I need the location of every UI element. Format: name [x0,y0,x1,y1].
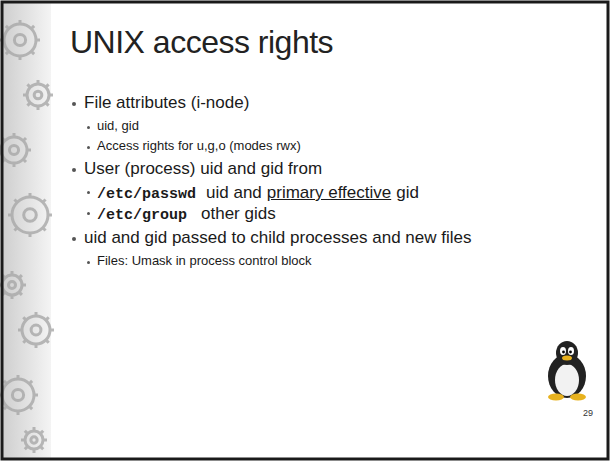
bullet-dot [87,146,90,149]
bullet-line: Access rights for u,g,o (modes rwx) [97,138,301,153]
bullet-dot [87,261,90,264]
bullet-text: /etc/group [97,207,187,224]
bullet-line: File attributes (i-node) [84,93,249,113]
slide-title: UNIX access rights [70,24,333,61]
page-number: 29 [583,408,593,418]
tux-penguin [548,341,586,401]
bullet-text: other gids [201,204,276,224]
bullet-text: uid and gid passed to child processes an… [84,228,471,248]
bullet-text: gid [396,183,419,203]
bullet-text: uid and [206,183,262,203]
bullet-dot [87,212,90,215]
bullet-text: Files: Umask in process control block [97,253,312,268]
bullet-text: File attributes (i-node) [84,93,249,113]
bullet-text: Access rights for u,g,o (modes rwx) [97,138,301,153]
bullet-dot [72,102,76,106]
bullet-text: uid, gid [97,118,139,133]
bullet-text: /etc/passwd [97,186,196,203]
gear-decoration [0,20,54,453]
bullet-dot [72,168,76,172]
bullet-dot [87,126,90,129]
bullet-text: User (process) uid and gid from [84,159,322,179]
bullet-text: primary effective [267,183,391,203]
bullet-line: uid, gid [97,118,139,133]
bullet-line: uid and gid passed to child processes an… [84,228,471,248]
bullet-line: Files: Umask in process control block [97,253,312,268]
gear-strip [3,3,51,458]
bullet-dot [72,237,76,241]
bullet-line: User (process) uid and gid from [84,159,322,179]
bullet-line: /etc/passwd uid andprimary effectivegid [97,183,419,203]
bullet-line: /etc/group other gids [97,204,276,224]
bullet-dot [87,191,90,194]
